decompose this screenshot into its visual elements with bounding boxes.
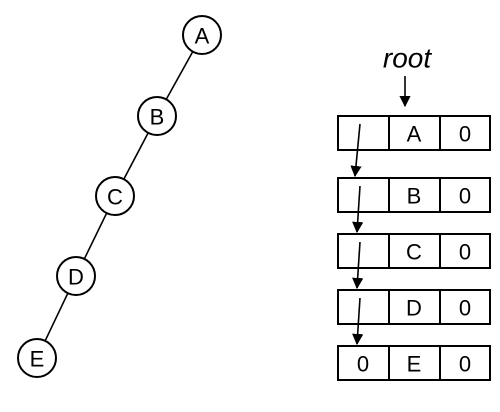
record-right-cell: 0	[459, 240, 471, 265]
tree-node-a: A	[182, 15, 222, 55]
record-left-cell: 0	[357, 352, 369, 377]
record-d: D 0	[337, 289, 491, 325]
next-pointer-arrow	[350, 123, 362, 178]
record-value-cell: D	[406, 296, 422, 321]
next-pointer-arrow	[352, 185, 364, 234]
record-a: A 0	[337, 115, 491, 151]
tree-edges	[44, 51, 194, 342]
record-value-cell: B	[407, 184, 422, 209]
record-right-cell: 0	[459, 184, 471, 209]
record-c: C 0	[337, 233, 491, 269]
tree-node-label: A	[195, 24, 210, 49]
tree-node-b: B	[137, 96, 177, 136]
tree-node-label: E	[30, 347, 45, 372]
record-value-cell: C	[406, 240, 422, 265]
linked-list: A 0 B 0 C 0	[337, 115, 491, 381]
tree-node-d: D	[56, 256, 96, 296]
next-pointer-arrow	[352, 241, 364, 290]
tree-node-label: C	[107, 185, 123, 210]
tree-edge	[123, 132, 149, 180]
tree-edge	[44, 292, 69, 342]
tree-edge	[165, 51, 194, 100]
tree-node-label: D	[68, 265, 84, 290]
next-pointer-arrow	[352, 297, 364, 346]
record-right-cell: 0	[459, 296, 471, 321]
record-e: 0 E 0	[337, 345, 491, 381]
tree-node-e: E	[17, 338, 57, 378]
record-value-cell: E	[407, 352, 422, 377]
list-pointers	[350, 123, 364, 346]
tree-edge	[83, 212, 108, 260]
root-label: root	[383, 43, 432, 74]
record-b: B 0	[337, 177, 491, 213]
tree-node-c: C	[95, 176, 135, 216]
record-right-cell: 0	[459, 352, 471, 377]
tree-node-label: B	[150, 105, 165, 130]
record-right-cell: 0	[459, 122, 471, 147]
record-value-cell: A	[407, 122, 422, 147]
tree-nodes: A B C D E	[17, 15, 222, 378]
